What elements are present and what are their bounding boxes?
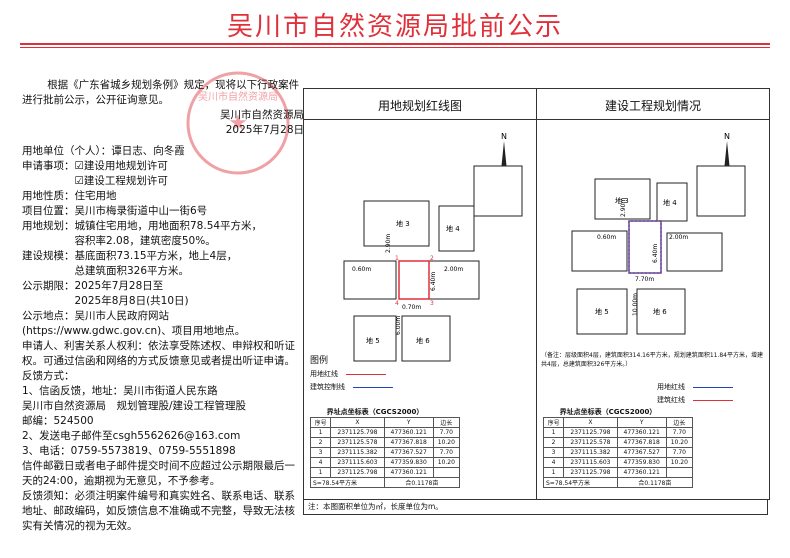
land-redline-panel: 用地规划红线图 N 1 2 3 4 地 3 地 4 地 5 地 6 2.90m 0.6… (304, 89, 537, 499)
legend-item: 用地红线 (657, 382, 733, 392)
footnote: 注：本图面积单位为㎡，长度单位为m。 (303, 499, 768, 515)
detail-line: 建设规模：基底面积73.15平方米，地上4层， (22, 250, 238, 262)
lot-label: 地 5 (595, 307, 609, 316)
detail-line: 吴川市自然资源局 规划管理股/建设工程管理股 (22, 400, 247, 412)
coord-table-title: 界址点坐标表（CGCS2000） (326, 408, 424, 416)
building-remark: （备注：层级面积4层，建筑面积314.16平方米，规划建筑面积11.84平方米，… (541, 352, 763, 368)
dim-label: 0.60m (597, 234, 616, 241)
page-title: 吴川市自然资源局批前公示 (226, 12, 563, 42)
dim-label: 6.40m (652, 244, 659, 263)
detail-line: 申请人、利害关系人权利：依法享受陈述权、申辩权和听证权。可通过信函和网络的方式反… (22, 340, 295, 367)
building-plan-panel: 建设工程规划情况 N 地 3 地 4 地 5 地 6 2.90m 0.60m 2… (537, 89, 769, 499)
legend-item: 用地红线 (310, 369, 393, 379)
dim-label: 2.00m (444, 266, 463, 273)
detail-line: 公示期限：2025年7月28日至 (22, 280, 164, 292)
lot-4-parcel (438, 205, 475, 252)
building-plan-map: N 地 3 地 4 地 5 地 6 2.90m 0.60m 2.00m 6.40… (571, 132, 746, 335)
detail-line: 3、电话：0759-5573819、0759-5551898 (22, 445, 236, 457)
svg-text:4: 4 (395, 300, 399, 307)
legend-item: 建筑控制线 (310, 382, 393, 392)
drawing-panels: 用地规划红线图 N 1 2 3 4 地 3 地 4 地 5 地 6 2.90m 0.6… (303, 88, 770, 500)
notice-details: 用地单位（个人）：谭日志、向冬霞申请事项：☑建设用地规划许可 ☑建设工程规划许可… (22, 144, 304, 534)
detail-line: 反馈须知：必须注明案件编号和真实姓名、联系电话、联系地址、邮政编码，如反馈信息不… (22, 490, 295, 532)
notice-intro: 根据《广东省城乡规划条例》规定，现将以下行政案件进行批前公示，公开征询意见。 (22, 79, 300, 106)
notice-date: 2025年7月28日 (225, 124, 304, 136)
svg-text:吴川市自然资源局: 吴川市自然资源局 (198, 90, 278, 103)
detail-line: 总建筑面积326平方米。 (22, 265, 190, 277)
dim-label: 7.70m (635, 276, 654, 283)
svg-text:3: 3 (430, 300, 434, 307)
land-panel-title: 用地规划红线图 (377, 99, 462, 113)
lot-3-parcel (363, 200, 430, 247)
coord-table-title: 界址点坐标表（CGCS2000） (559, 408, 657, 416)
detail-line: 邮编：524500 (22, 415, 94, 427)
lot-5-parcel (353, 315, 397, 362)
legend: 用地红线建筑红线 (657, 379, 733, 408)
detail-line: 公示地点：吴川市人民政府网站 (22, 310, 169, 322)
notice-body: 根据《广东省城乡规划条例》规定，现将以下行政案件进行批前公示，公开征询意见。 吴… (22, 78, 304, 534)
detail-line: 1、信函反馈，地址：吴川市街道人民东路 (22, 385, 218, 397)
building-panel-title: 建设工程规划情况 (604, 99, 701, 113)
svg-text:N: N (724, 132, 730, 141)
legend: 图例 用地红线建筑控制线 (310, 353, 393, 395)
notice-signer: 吴川市自然资源局 (220, 109, 304, 121)
detail-line: ☑建设工程规划许可 (22, 175, 168, 187)
detail-line: 信件邮戳日或者电子邮件提交时间不应超过公示期限最后一天的24:00，逾期视为无意… (22, 460, 295, 487)
detail-line: 2、发送电子邮件至csgh5562626@163.com (22, 430, 241, 442)
lot-label: 地 6 (653, 307, 667, 316)
dim-label: 10.00m (632, 293, 639, 316)
dim-label: 2.90m (620, 198, 627, 217)
lot-label: 地 4 (446, 224, 460, 233)
land-redline-map: N 1 2 3 4 地 3 地 4 地 5 地 6 2.90m 0.60m 2.00m… (343, 132, 523, 362)
detail-line: 用地单位（个人）：谭日志、向冬霞 (22, 145, 185, 157)
dim-label: 0.60m (352, 266, 371, 273)
lot-label: 地 3 (615, 196, 629, 205)
official-seal: ★ 吴川市自然资源局 (185, 70, 291, 176)
dim-label: 2.90m (385, 234, 392, 253)
svg-text:N: N (501, 132, 507, 141)
svg-text:2: 2 (430, 255, 434, 262)
title-rule-top (20, 43, 770, 45)
svg-text:1: 1 (395, 255, 399, 262)
legend-item: 建筑红线 (657, 395, 733, 405)
detail-line: 用地性质：住宅用地 (22, 190, 117, 202)
detail-line: 2025年8月8日(共10日) (22, 295, 189, 307)
detail-line: 容积率2.08，建筑密度50%。 (22, 235, 216, 247)
lot-label: 地 5 (366, 336, 380, 345)
title-rule-bottom (20, 47, 770, 48)
svg-text:★: ★ (228, 111, 248, 136)
dim-label: 2.00m (669, 234, 688, 241)
detail-line: 项目位置：吴川市梅录街道中山一街6号 (22, 205, 208, 217)
detail-line: 反馈方式： (22, 370, 75, 382)
land-redline-boundary (398, 260, 430, 300)
legend-title: 图例 (310, 356, 329, 366)
lot-label: 地 3 (396, 219, 410, 228)
dim-label: 0.70m (402, 304, 421, 311)
detail-line: 用地规划：城镇住宅用地，用地面积78.54平方米， (22, 220, 263, 232)
dim-label: 6.40m (430, 272, 437, 291)
lot-label: 地 6 (416, 336, 430, 345)
lot-6-parcel (401, 315, 451, 362)
detail-line: (https://www.gdwc.gov.cn)、项目用地地点。 (22, 325, 246, 337)
dim-label: 6.00m (395, 316, 402, 335)
detail-line: 申请事项：☑建设用地规划许可 (22, 160, 168, 172)
lot-label: 地 4 (663, 198, 677, 207)
